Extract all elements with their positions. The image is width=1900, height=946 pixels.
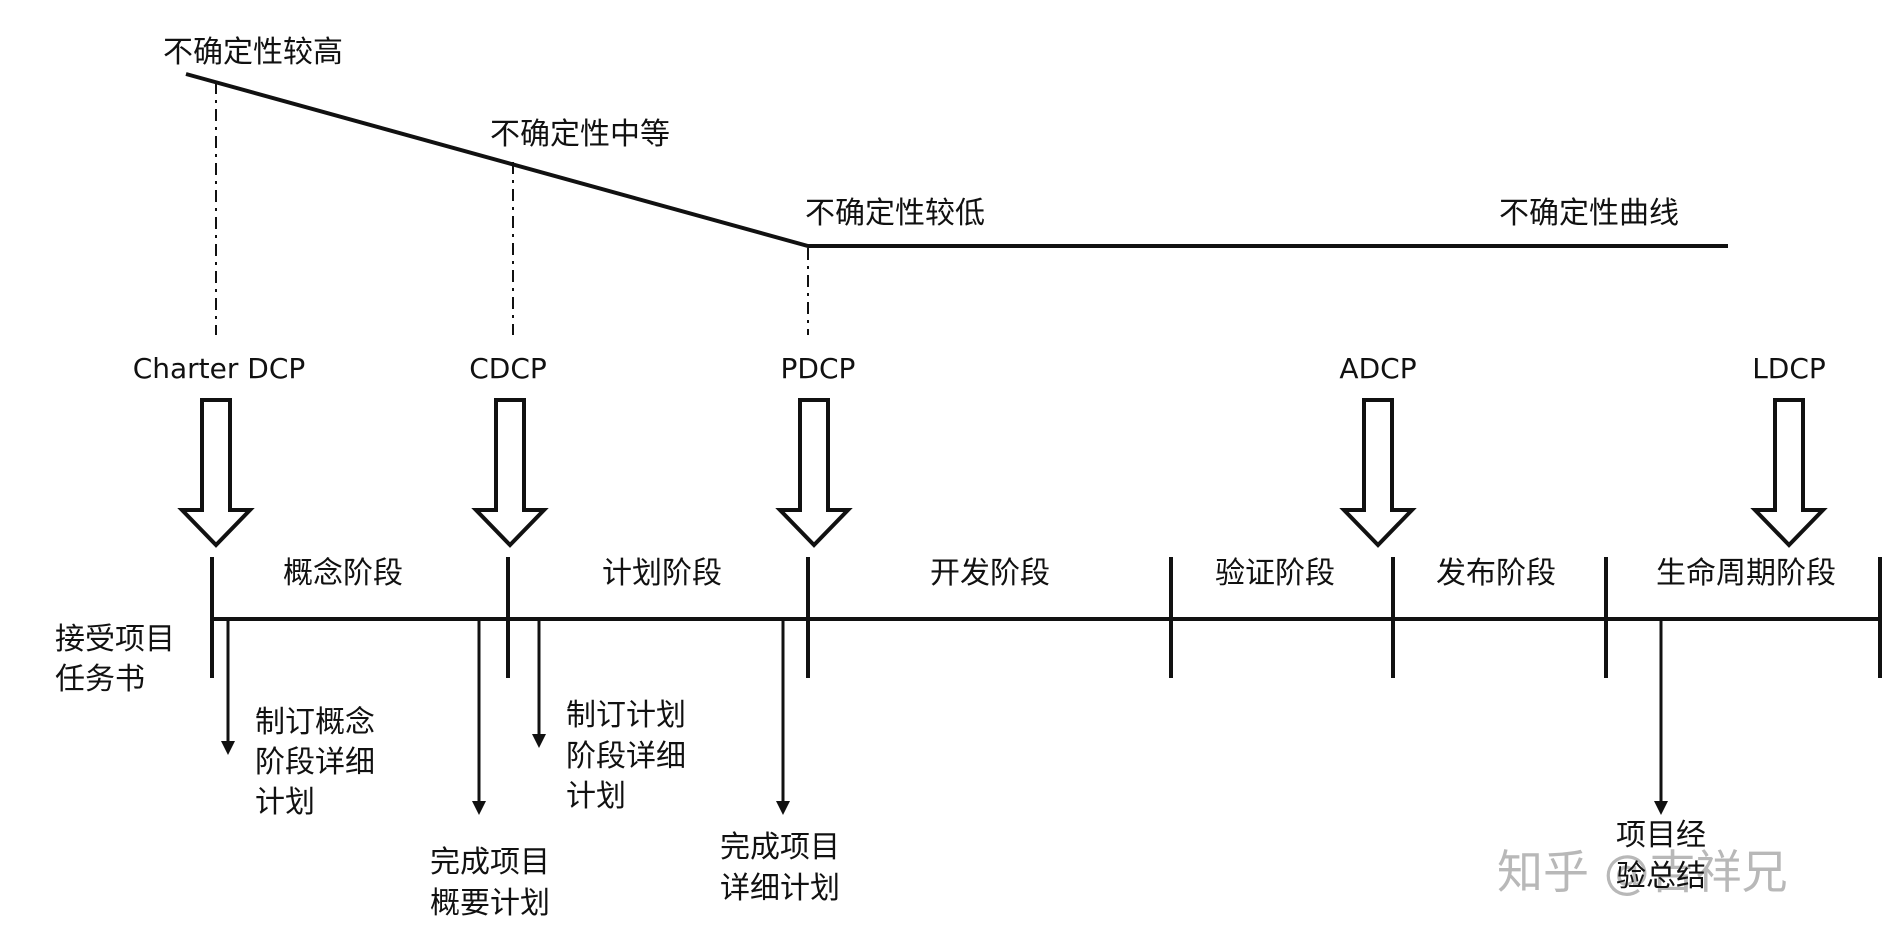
task-complete-detail: 完成项目 详细计划 [720,830,840,906]
phase-concept: 概念阶段 [283,556,403,591]
phase-plan: 计划阶段 [602,556,722,591]
dcp-cdcp-arrow [471,398,549,548]
task-receive-line1: 接受项目 [55,622,175,657]
task-plan-phase-plan: 制订计划 阶段详细 计划 [566,698,686,814]
uncertainty-curve [185,72,1728,248]
task-concept-plan: 制订概念 阶段详细 计划 [255,705,375,820]
phase-lifecycle: 生命周期阶段 [1656,556,1836,591]
task-detail-line1: 完成项目 [720,830,840,865]
uncertainty-low-label: 不确定性较低 [805,196,985,231]
task-concept-plan-line3: 计划 [255,785,315,820]
dcp-adcp-label: ADCP [1339,352,1416,385]
task-summary-line1: 项目经 [1616,818,1706,853]
task-summary: 项目经 验总结 [1616,818,1706,894]
arrowhead-concept-plan [221,741,235,755]
uncertainty-high-label: 不确定性较高 [163,35,343,70]
arrowhead-plan-phase [532,734,546,748]
task-concept-plan-line1: 制订概念 [255,705,375,740]
task-receive-line2: 任务书 [55,662,145,697]
task-complete-overview: 完成项目 概要计划 [430,845,550,921]
dcp-cdcp-label: CDCP [469,352,547,385]
arrowhead-detail [776,801,790,815]
task-plan-phase-line3: 计划 [566,779,626,814]
task-overview-line1: 完成项目 [430,845,550,880]
arrowhead-summary [1654,801,1668,815]
task-detail-line2: 详细计划 [720,871,840,906]
phase-release: 发布阶段 [1436,556,1556,591]
arrowhead-overview [472,801,486,815]
dcp-charter-label: Charter DCP [133,352,306,385]
dcp-ldcp-arrow [1750,398,1828,548]
task-concept-plan-line2: 阶段详细 [255,745,375,780]
task-receive: 接受项目 任务书 [55,622,175,697]
phase-verify: 验证阶段 [1215,556,1335,591]
dcp-ldcp-label: LDCP [1752,352,1826,385]
uncertainty-curve-label: 不确定性曲线 [1499,196,1679,231]
watermark: 知乎 @吉祥兄 [1497,845,1788,899]
task-plan-phase-line2: 阶段详细 [566,739,686,774]
task-overview-line2: 概要计划 [430,886,550,921]
dcp-charter-arrow [177,398,255,548]
dcp-pdcp-label: PDCP [781,352,856,385]
task-summary-line2: 验总结 [1616,859,1706,894]
uncertainty-medium-label: 不确定性中等 [490,117,670,152]
task-plan-phase-line1: 制订计划 [566,698,686,733]
dcp-pdcp-arrow [775,398,853,548]
phase-develop: 开发阶段 [930,556,1050,591]
dcp-adcp-arrow [1339,398,1417,548]
